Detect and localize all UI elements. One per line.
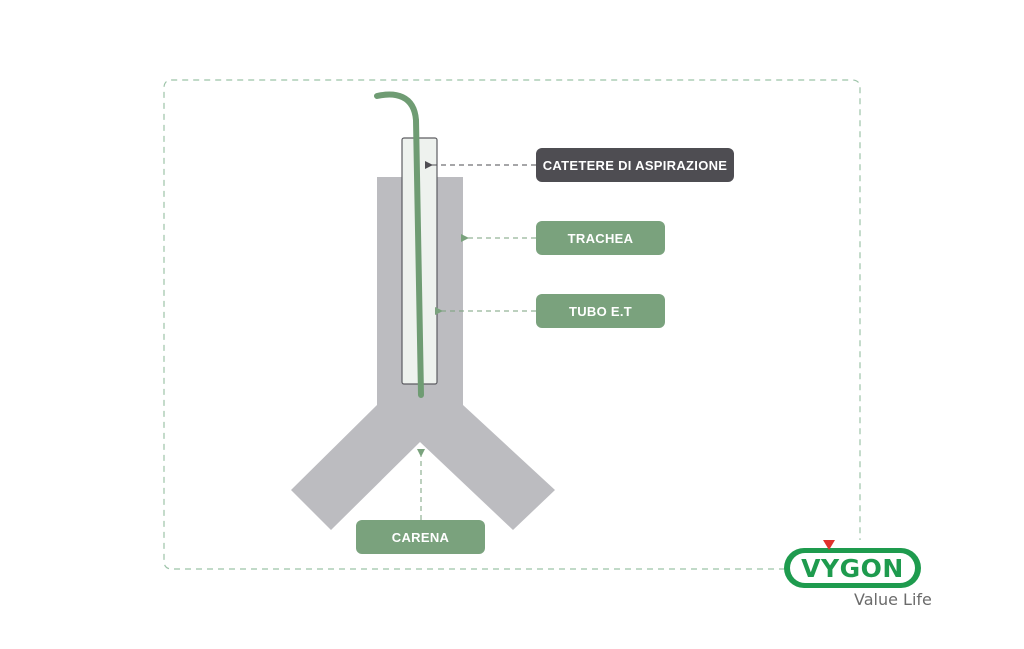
suction-catheter	[374, 91, 424, 398]
logo-pill: VYGON	[784, 548, 921, 588]
label-catetere-di-aspirazione: CATETERE DI ASPIRAZIONE	[536, 148, 734, 182]
logo-triangle-icon	[823, 540, 835, 550]
dashed-frame	[163, 79, 861, 570]
vygon-logo: VYGON Value Life	[784, 540, 940, 614]
logo-inner: VYGON	[790, 553, 915, 583]
label-trachea: TRACHEA	[536, 221, 665, 255]
logo-tagline: Value Life	[854, 590, 932, 609]
label-tubo-et: TUBO E.T	[536, 294, 665, 328]
logo-brand: VYGON	[801, 553, 904, 583]
label-carena: CARENA	[356, 520, 485, 554]
